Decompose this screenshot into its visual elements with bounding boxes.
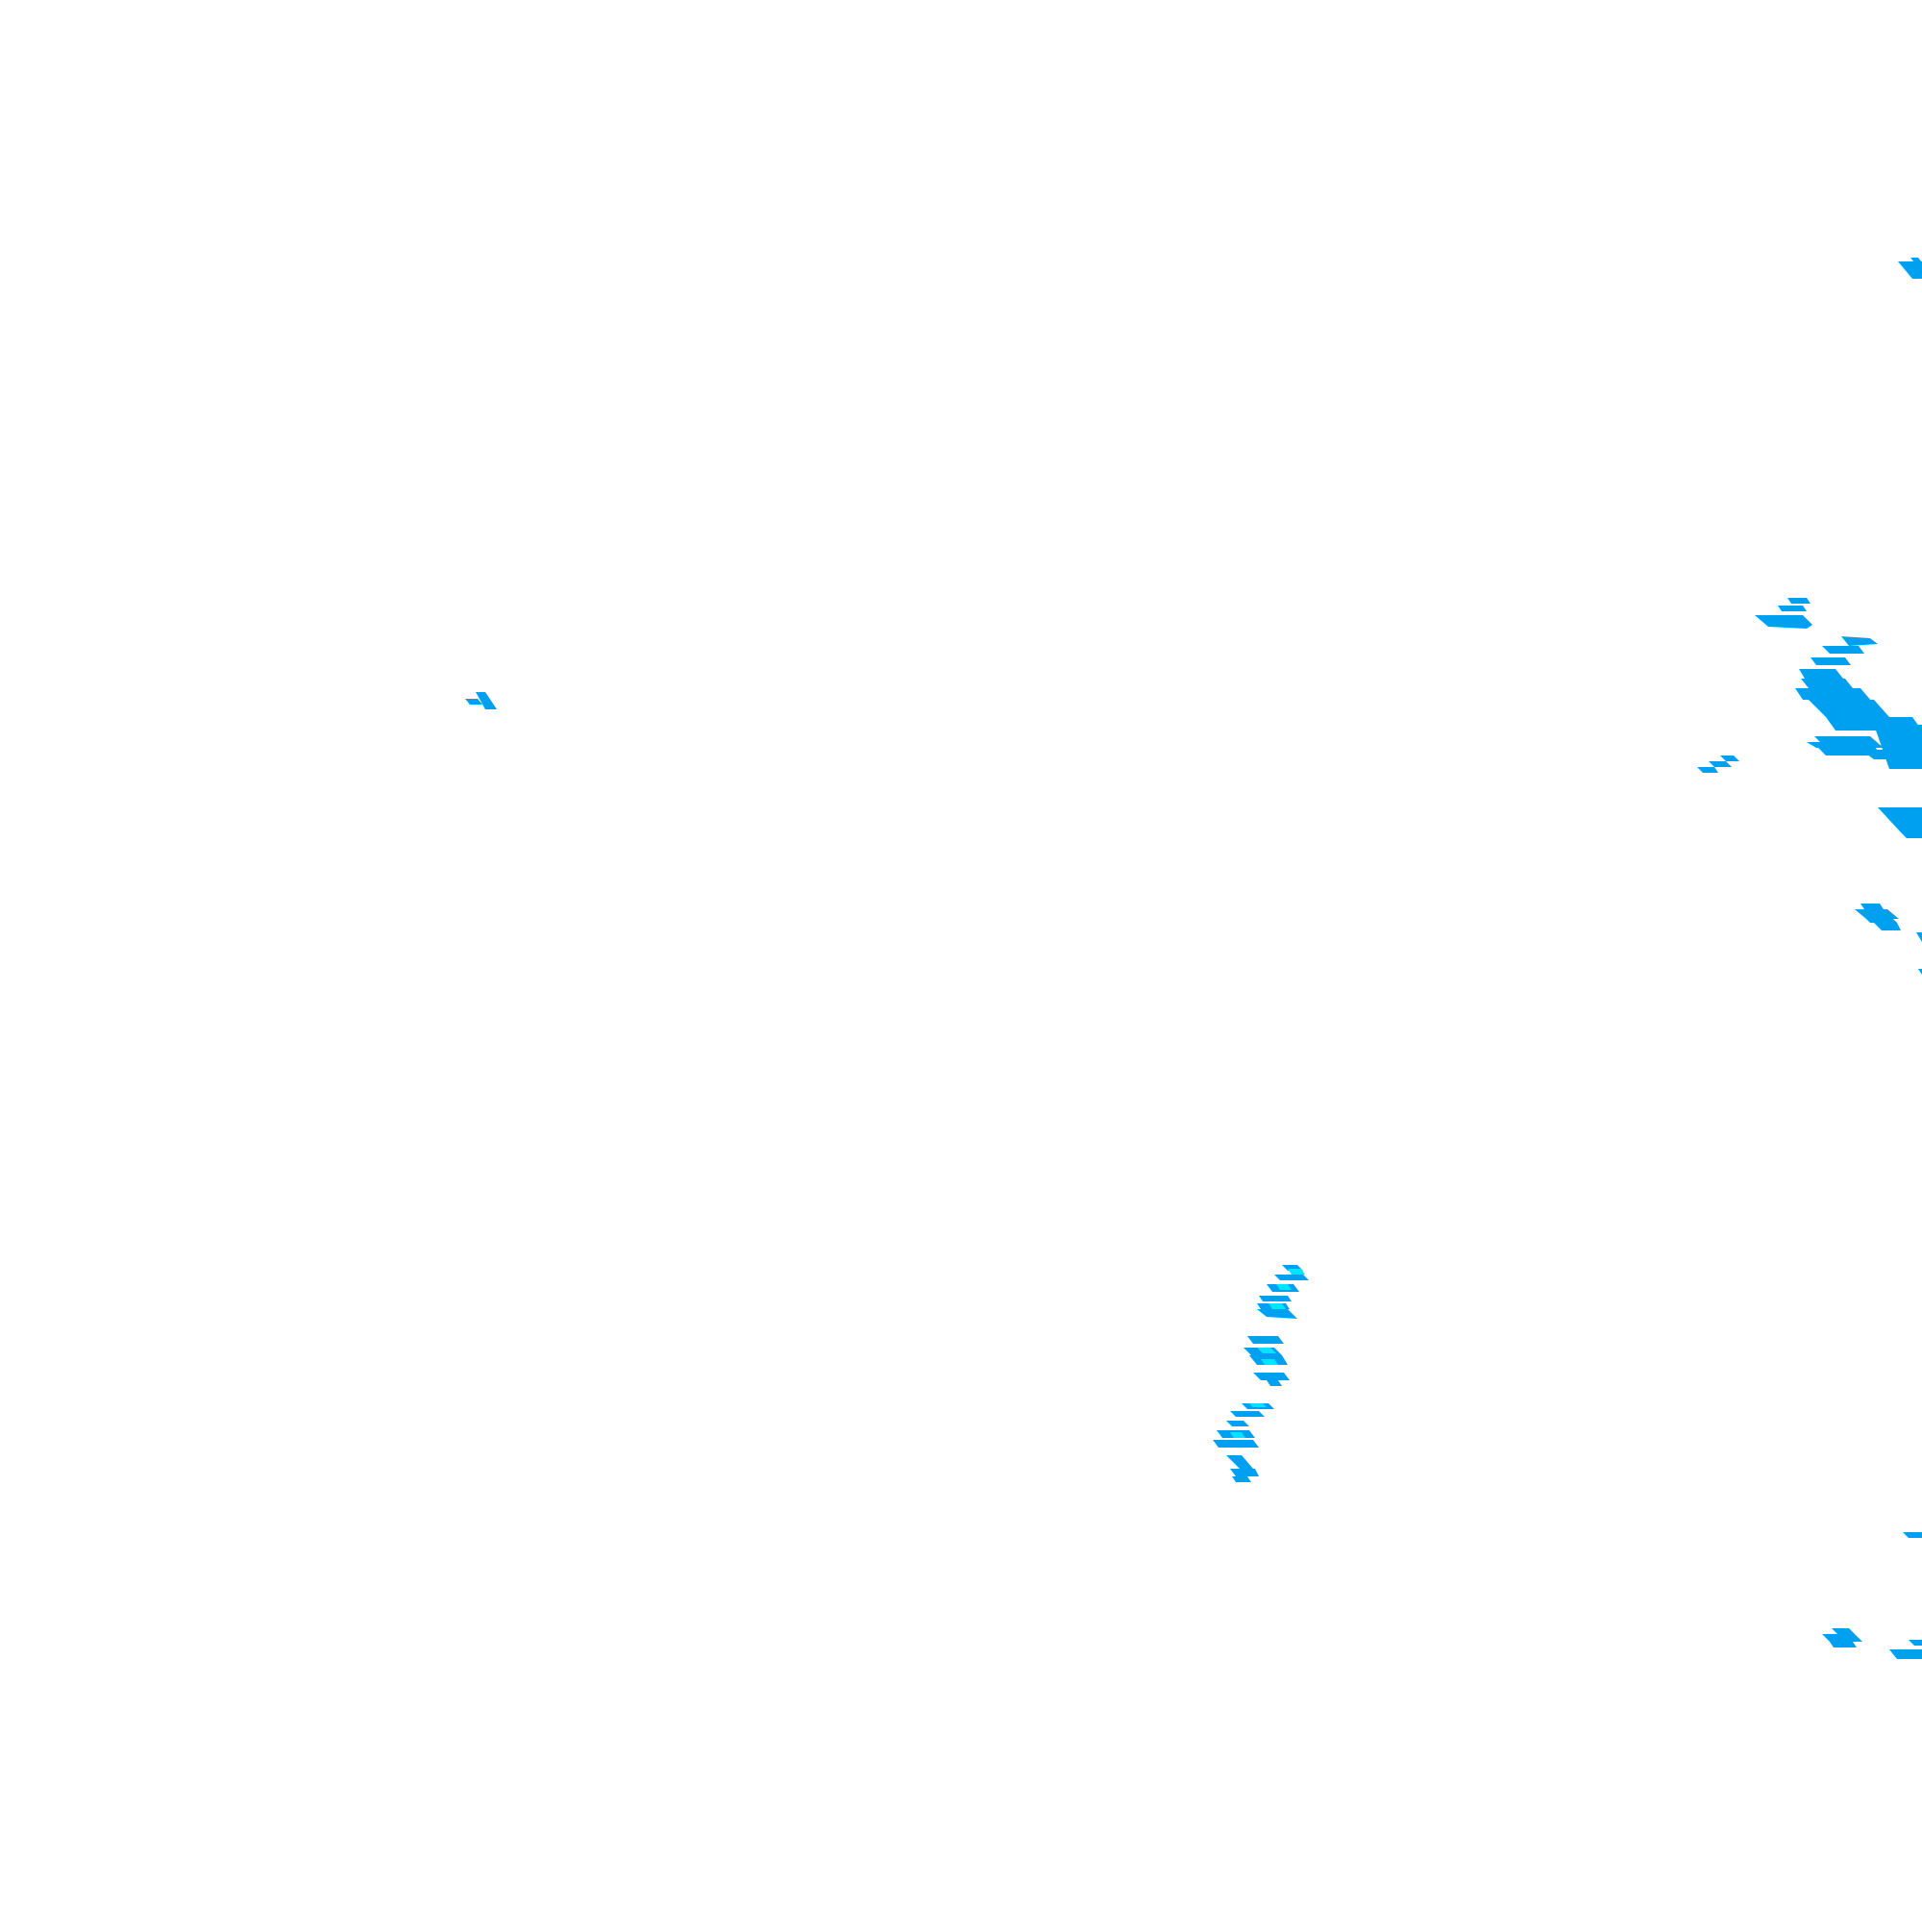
- echo-cell-east-small-segment: [1903, 1532, 1922, 1538]
- echo-cell-east-band-segment: [1814, 736, 1884, 748]
- echo-cell-east-lower-segment: [1866, 919, 1897, 923]
- echo-cell-east-band-segment: [1832, 717, 1857, 723]
- echo-cell-southeast-segment: [1889, 1649, 1922, 1659]
- echo-cell-east-lower-segment: [1918, 969, 1922, 975]
- echo-cell-southeast-segment: [1832, 1628, 1855, 1634]
- echo-cell-central-band-segment: [1247, 1336, 1284, 1344]
- echo-cell-central-band-segment: [1257, 1348, 1276, 1353]
- echo-cell-east-band-segment: [1755, 615, 1812, 629]
- echo-cell-east-band-segment: [1787, 598, 1811, 604]
- echo-cell-northeast-edge-segment: [1910, 258, 1922, 262]
- echo-cell-west-isolated: [465, 692, 497, 709]
- echo-cell-west-isolated-segment: [465, 699, 482, 705]
- echo-cell-northeast-edge: [1898, 258, 1922, 279]
- echo-cell-east-band-segment: [1799, 669, 1843, 679]
- echo-cell-east-band-segment: [1795, 688, 1872, 702]
- echo-cell-east-lower: [1855, 807, 1922, 975]
- echo-cell-southeast: [1822, 1628, 1922, 1659]
- echo-cell-east-lower-segment: [1874, 923, 1901, 930]
- echo-cell-central-band-segment: [1274, 1275, 1309, 1280]
- echo-cell-east-band-segment: [1822, 646, 1864, 654]
- echo-cell-east-lower-segment: [1901, 832, 1922, 838]
- echo-cell-southeast-segment: [1830, 1642, 1857, 1647]
- echo-cell-east-fragment: [1697, 755, 1739, 773]
- echo-cell-east-lower-segment: [1855, 909, 1899, 919]
- echo-cell-east-band-segment: [1816, 746, 1882, 755]
- echo-cell-central-band-segment: [1253, 1373, 1290, 1380]
- echo-cell-east-lower-segment: [1878, 807, 1922, 832]
- echo-cell-east-fragment-segment: [1697, 767, 1718, 773]
- echo-cell-southeast-segment: [1909, 1640, 1922, 1646]
- echo-cell-east-band-segment: [1811, 657, 1851, 665]
- echo-cell-east-small: [1903, 1532, 1922, 1538]
- echo-cell-central-band-segment: [1259, 1296, 1292, 1301]
- echo-cell-west-isolated-segment: [476, 692, 497, 709]
- echo-cell-central-band-segment: [1213, 1440, 1259, 1448]
- echo-cell-east-band-segment: [1841, 636, 1878, 646]
- echo-cell-central-band-segment: [1226, 1421, 1249, 1426]
- echo-cell-northeast-edge-segment: [1898, 261, 1922, 279]
- echo-cell-east-band-segment: [1874, 725, 1922, 769]
- echo-cell-central-band-segment: [1232, 1476, 1251, 1482]
- echo-cell-central-band-segment: [1267, 1380, 1282, 1386]
- echo-cell-east-lower-segment: [1860, 904, 1884, 909]
- echo-cell-east-lower-segment: [1916, 932, 1922, 942]
- echo-cell-east-band-segment: [1778, 606, 1807, 611]
- echo-cell-central-band-segment: [1288, 1269, 1305, 1275]
- echo-cell-central-band-segment: [1230, 1469, 1259, 1476]
- echo-cell-central-band-segment: [1230, 1411, 1265, 1417]
- echo-cell-east-fragment-segment: [1709, 761, 1732, 767]
- echo-cell-central-band-segment: [1269, 1303, 1286, 1309]
- echo-cell-central-band-segment: [1249, 1403, 1267, 1407]
- echo-cell-central-band-segment: [1257, 1309, 1297, 1319]
- echo-cell-central-band: [1213, 1265, 1309, 1482]
- echo-cell-east-band: [1755, 598, 1922, 769]
- echo-cell-east-band-segment: [1809, 700, 1889, 717]
- echo-cell-east-fragment-segment: [1720, 755, 1739, 761]
- echo-cell-central-band-segment: [1261, 1359, 1278, 1365]
- echo-cell-central-band-segment: [1226, 1455, 1253, 1469]
- echo-cell-central-band-segment: [1276, 1284, 1292, 1290]
- echo-cell-east-band-segment: [1801, 679, 1853, 688]
- echo-cell-southeast-segment: [1822, 1634, 1862, 1642]
- echo-cell-central-band-segment: [1230, 1432, 1245, 1438]
